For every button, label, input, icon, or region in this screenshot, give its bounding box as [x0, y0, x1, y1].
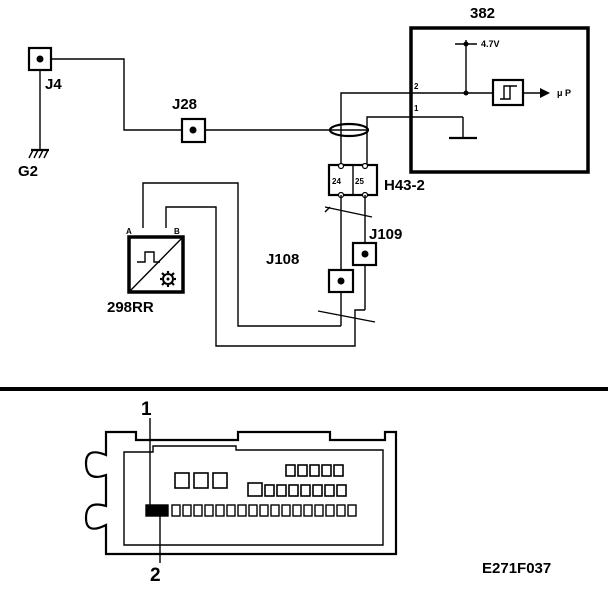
- ecu-connector-face: 1 2: [84, 399, 398, 586]
- junction-j109: J109: [351, 226, 402, 267]
- h43-label: H43-2: [384, 177, 425, 194]
- ecu-pin-1: 1: [414, 104, 419, 113]
- sensor-298rr: A B 298RR: [107, 227, 185, 316]
- callout-2: 2: [150, 565, 161, 586]
- sensor-pin-b: B: [174, 227, 180, 236]
- shield-splice-icon: [328, 122, 370, 138]
- callout-1: 1: [141, 399, 152, 420]
- mp-label: μ P: [557, 88, 571, 98]
- gear-icon: [160, 271, 176, 287]
- ecu-label: 382: [470, 5, 495, 22]
- connector-h43-2: 24 25 H43-2: [327, 162, 425, 199]
- ground-g2-icon: [28, 148, 49, 159]
- ecu-382: 382 4.7V 2 μ P 1: [409, 5, 590, 174]
- schmitt-trigger-icon: [491, 78, 525, 107]
- h43-pin-24: 24: [332, 177, 341, 186]
- sensor-pin-a: A: [126, 227, 132, 236]
- cavity-row-lower: [145, 504, 357, 517]
- sensor-label: 298RR: [107, 299, 154, 316]
- h43-pin-25: 25: [355, 177, 364, 186]
- voltage-label: 4.7V: [481, 39, 500, 49]
- ecu-pin-2: 2: [414, 82, 419, 91]
- g2-label: G2: [18, 163, 38, 180]
- junction-j108: J108: [266, 251, 355, 294]
- j4-label: J4: [45, 76, 62, 93]
- j109-label: J109: [369, 226, 402, 243]
- j108-label: J108: [266, 251, 299, 268]
- junction-j28: J28: [172, 96, 207, 144]
- junction-j4: J4 G2: [18, 46, 62, 180]
- j28-label: J28: [172, 96, 197, 113]
- figure-code: E271F037: [482, 560, 551, 577]
- output-arrow-icon: [540, 88, 550, 98]
- cavity-row-upper: [174, 464, 347, 497]
